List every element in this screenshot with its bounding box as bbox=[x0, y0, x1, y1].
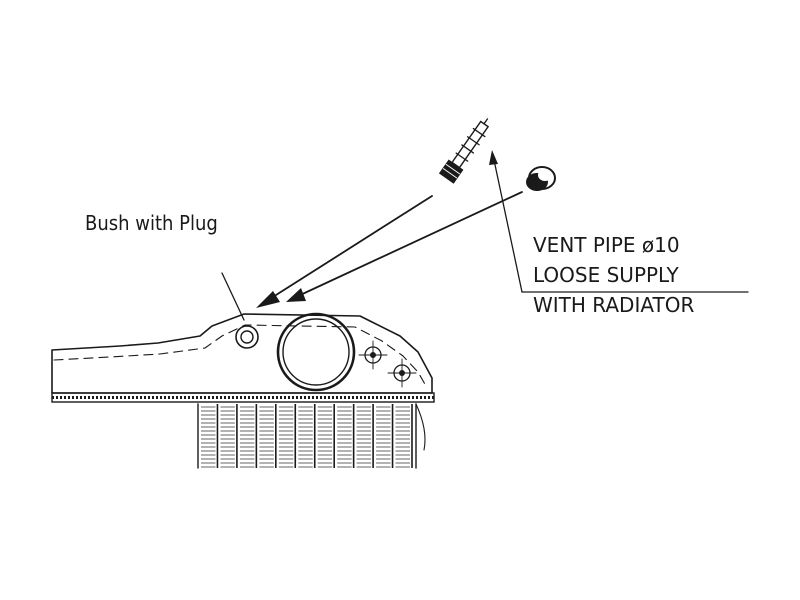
arrow-vent-pipe bbox=[256, 195, 433, 308]
note-leader bbox=[489, 150, 523, 293]
vent-pipe-fitting bbox=[438, 118, 490, 184]
core-fin-column bbox=[201, 404, 219, 468]
bush-with-plug bbox=[235, 325, 259, 349]
plug-cap bbox=[526, 166, 556, 191]
core-fin-column bbox=[259, 404, 277, 468]
fixing-point-2 bbox=[387, 358, 417, 388]
radiator-tank bbox=[51, 313, 433, 394]
note-line-loose-supply: LOOSE SUPPLY bbox=[533, 263, 680, 287]
bush-callout-label: Bush with Plug bbox=[85, 211, 218, 235]
core-fin-column bbox=[356, 404, 374, 468]
core-fin-column bbox=[317, 404, 335, 468]
fixing-point-1 bbox=[358, 340, 388, 370]
note-line-with-radiator: WITH RADIATOR bbox=[533, 293, 694, 317]
core-fin-column bbox=[298, 404, 316, 468]
radiator-core bbox=[197, 403, 426, 469]
bush-leader bbox=[221, 272, 245, 321]
tank-seam bbox=[51, 392, 435, 403]
core-fin-column bbox=[239, 404, 258, 468]
core-fin-column bbox=[278, 404, 297, 468]
core-fin-column bbox=[337, 404, 355, 468]
filler-neck bbox=[276, 312, 356, 392]
arrow-plug-cap bbox=[286, 191, 523, 302]
core-fin-column bbox=[220, 404, 238, 468]
note-line-vent-pipe: VENT PIPE ø10 bbox=[533, 233, 680, 257]
core-fin-column bbox=[376, 404, 394, 468]
core-fin-column bbox=[395, 404, 413, 468]
